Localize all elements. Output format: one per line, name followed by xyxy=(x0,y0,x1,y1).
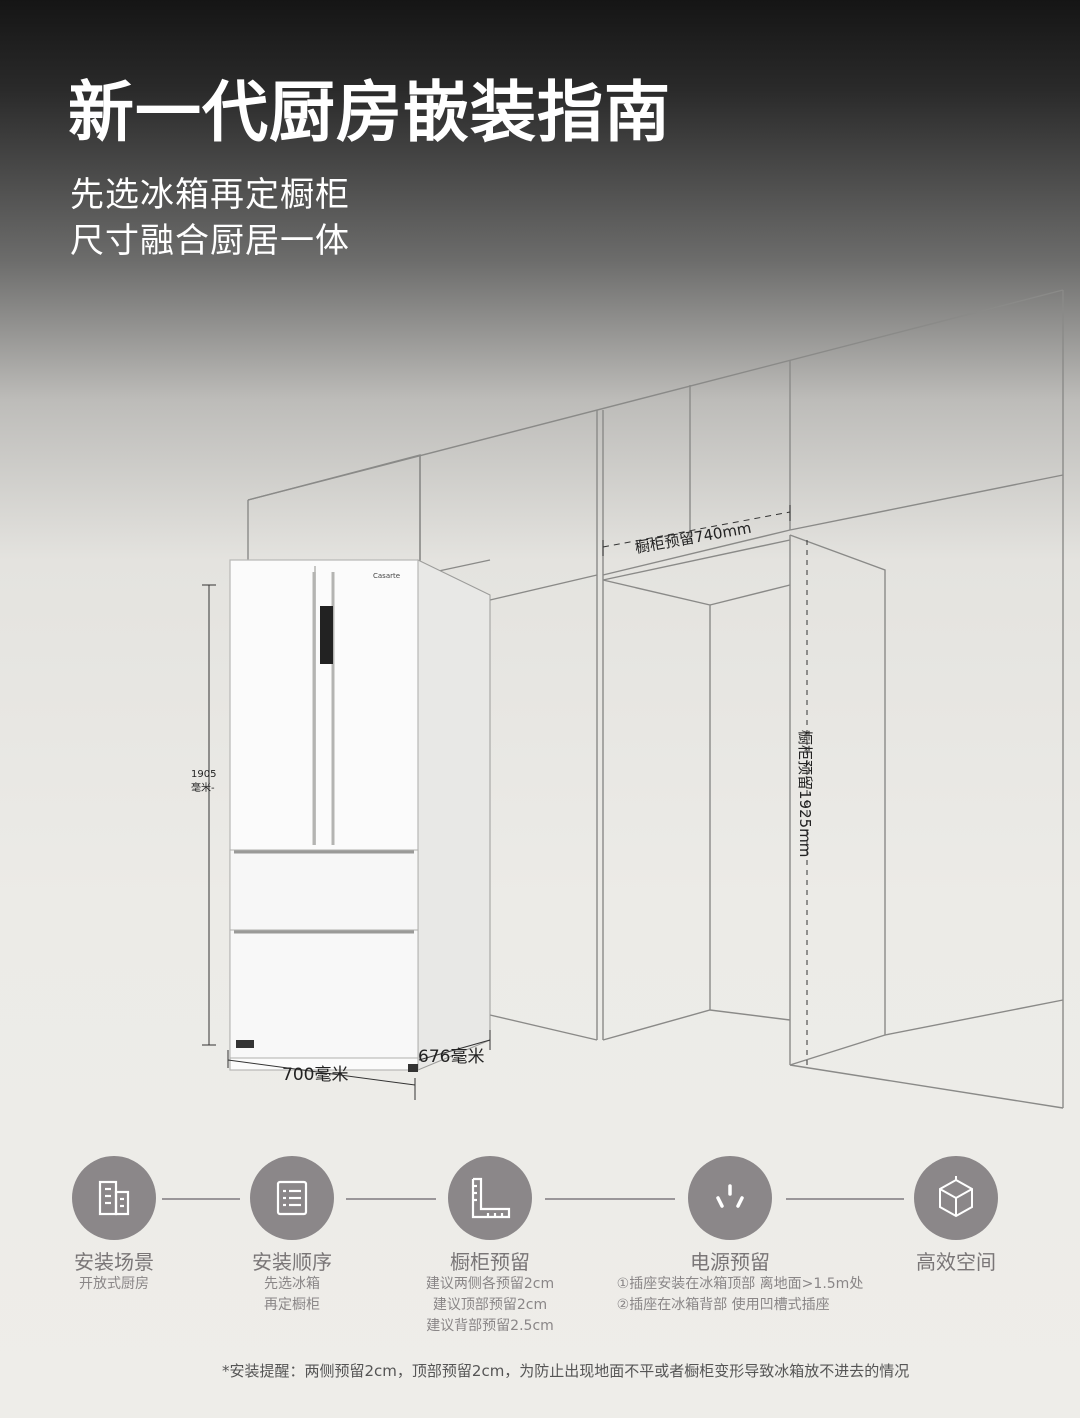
step-3-line-1: 建议两侧各预留2cm xyxy=(425,1276,555,1292)
connector-line xyxy=(786,1198,904,1200)
subtitle-line-2: 尺寸融合厨居一体 xyxy=(70,221,350,261)
step-3-title: 橱柜预留 xyxy=(450,1250,530,1274)
refrigerator: Casarte xyxy=(229,559,491,1072)
fridge-display-panel xyxy=(320,606,333,664)
step-4-line-2: ②插座在冰箱背部 使用凹槽式插座 xyxy=(616,1297,830,1313)
cube-icon xyxy=(939,1176,973,1218)
step-4-description: ①插座安装在冰箱顶部 离地面>1.5m处 ②插座在冰箱背部 使用凹槽式插座 xyxy=(617,1274,864,1316)
fridge-depth-label: 676毫米 xyxy=(418,1047,484,1067)
step-5-icon-circle xyxy=(914,1156,998,1240)
connector-line xyxy=(545,1198,675,1200)
connector-line xyxy=(346,1198,436,1200)
steps-icon-row xyxy=(0,1150,1080,1250)
step-3-description: 建议两侧各预留2cm 建议顶部预留2cm 建议背部预留2.5cm xyxy=(426,1274,554,1337)
installation-reminder-note: *安装提醒：两侧预留2cm，顶部预留2cm，为防止出现地面不平或者橱柜变形导致冰… xyxy=(222,1362,910,1380)
fridge-width-label: 700毫米 xyxy=(282,1065,348,1085)
step-2-icon-circle xyxy=(250,1156,334,1240)
page-title: 新一代厨房嵌装指南 xyxy=(68,74,671,151)
dimension-lines xyxy=(202,505,808,1100)
step-3-line-2: 建议顶部预留2cm xyxy=(432,1297,548,1313)
step-5-title: 高效空间 xyxy=(916,1250,996,1274)
step-2-title: 安装顺序 xyxy=(252,1250,332,1274)
power-outlet-icon xyxy=(716,1184,744,1208)
building-icon xyxy=(98,1180,130,1216)
brand-logo: Casarte xyxy=(373,572,400,580)
page-subtitle: 先选冰箱再定橱柜 尺寸融合厨居一体 xyxy=(70,172,350,264)
step-4-title: 电源预留 xyxy=(690,1250,770,1274)
step-4-line-1: ①插座安装在冰箱顶部 离地面>1.5m处 xyxy=(616,1276,864,1292)
step-2-description: 先选冰箱 再定橱柜 xyxy=(264,1274,320,1316)
subtitle-line-1: 先选冰箱再定橱柜 xyxy=(70,175,350,215)
connector-line xyxy=(162,1198,240,1200)
step-1-icon-circle xyxy=(72,1156,156,1240)
step-2-line-1: 先选冰箱 xyxy=(264,1276,320,1292)
installation-illustration: Casarte 1905 毫米- 700毫米 676毫米 橱柜预留740mm 橱… xyxy=(191,289,1064,1109)
list-icon xyxy=(276,1180,308,1216)
cabinet-height-reserve-label: 橱柜预留1925mm xyxy=(796,730,814,857)
fridge-height-unit: 毫米- xyxy=(191,781,215,794)
step-2-line-2: 再定橱柜 xyxy=(264,1297,320,1313)
step-3-line-3: 建议背部预留2.5cm xyxy=(426,1318,554,1334)
step-4-icon-circle xyxy=(688,1156,772,1240)
cabinet-line-art xyxy=(247,289,1064,1109)
step-3-icon-circle xyxy=(448,1156,532,1240)
fridge-height-value: 1905 xyxy=(191,769,216,780)
ruler-icon xyxy=(471,1177,511,1219)
step-1-title: 安装场景 xyxy=(74,1250,154,1274)
step-1-description: 开放式厨房 xyxy=(79,1274,149,1295)
step-1-line-1: 开放式厨房 xyxy=(79,1276,149,1292)
